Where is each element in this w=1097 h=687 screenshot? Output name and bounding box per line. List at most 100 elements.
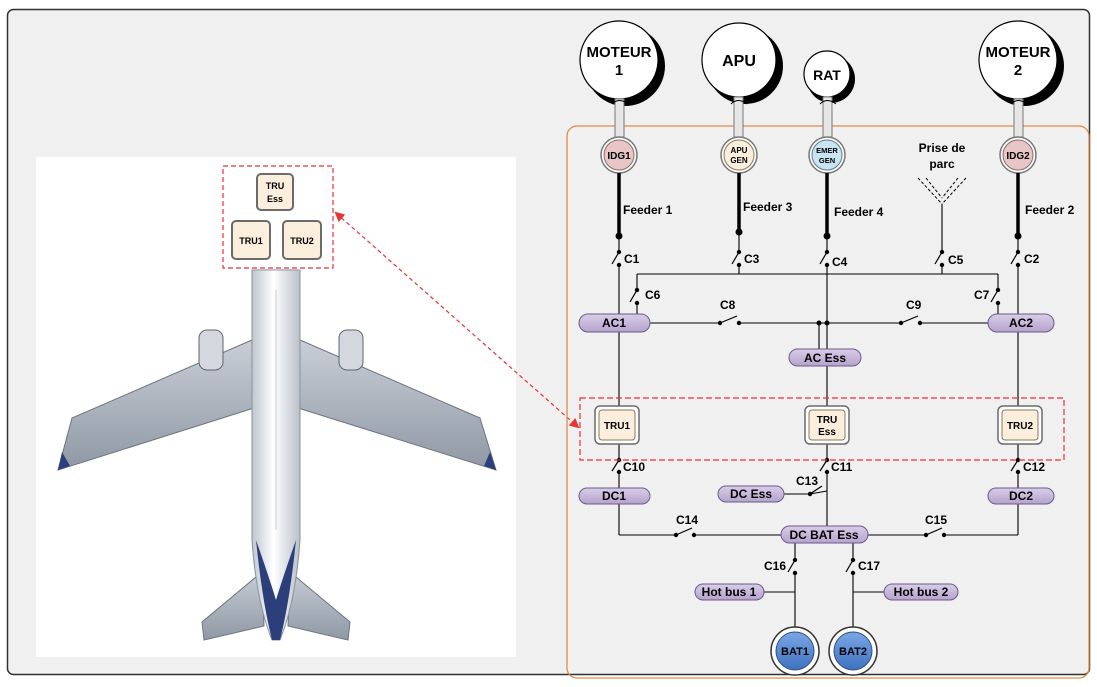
svg-text:BAT2: BAT2: [839, 646, 867, 658]
right-engine-icon: [338, 329, 364, 371]
contactor-c17-switch: [845, 557, 856, 576]
aircraft-tru2: TRU2: [282, 220, 322, 260]
left-engine-icon: [198, 329, 224, 371]
junction-dots: [816, 320, 830, 326]
bus-dc1: DC1: [578, 487, 651, 505]
contactor-c2: C2: [1024, 252, 1040, 266]
svg-text:Prise de: Prise de: [919, 141, 966, 155]
contactor-labels: C1 C3 C4 C5 C2 C6 C7 C8 C9 C10 C11 C12 C…: [623, 252, 1045, 573]
feeder-4-label: Feeder 4: [834, 205, 884, 219]
svg-text:DC Ess: DC Ess: [730, 487, 772, 501]
link-arrow: [334, 211, 580, 429]
contactor-c5: C5: [948, 253, 964, 267]
svg-text:GEN: GEN: [819, 156, 835, 165]
svg-text:APU: APU: [722, 53, 756, 70]
source-moteur2: MOTEUR 2: [978, 20, 1064, 106]
bus-ac-ess: AC Ess: [788, 348, 862, 367]
svg-text:Hot bus 2: Hot bus 2: [894, 585, 949, 599]
aircraft-panel: TRU Ess TRU1 TRU2: [36, 157, 516, 657]
svg-text:TRU2: TRU2: [290, 236, 314, 246]
svg-text:Ess: Ess: [818, 427, 836, 438]
gen-idg1: IDG1: [600, 136, 638, 174]
contactor-c14: C14: [676, 513, 698, 527]
tru-highlight-box: [579, 397, 1065, 461]
bus-dc-ess: DC Ess: [717, 485, 785, 503]
svg-text:MOTEUR: MOTEUR: [587, 44, 652, 61]
tru-ess-box: TRU Ess: [804, 405, 850, 445]
contactor-c12-switch: [1010, 457, 1021, 475]
battery-bat1: BAT1: [770, 626, 820, 676]
bus-ac2: AC2: [987, 313, 1055, 333]
contactor-c4: C4: [832, 255, 848, 269]
gen-idg2: IDG2: [999, 136, 1037, 174]
battery-bat2: BAT2: [828, 626, 878, 676]
contactor-c11: C11: [831, 460, 853, 474]
bus-hot-bus-2: Hot bus 2: [883, 583, 959, 601]
bus-hot-bus-1: Hot bus 1: [694, 583, 765, 601]
source-apu: APU: [701, 22, 783, 104]
contactor-c1-switch: [611, 249, 622, 268]
svg-text:Ess: Ess: [267, 194, 283, 204]
feeder-2-label: Feeder 2: [1025, 203, 1075, 217]
contactor-c8: C8: [720, 298, 736, 312]
svg-text:AC Ess: AC Ess: [804, 351, 846, 365]
contactor-c3-switch: [731, 249, 742, 268]
feeder-1-label: Feeder 1: [623, 203, 673, 217]
gen-emer-gen: EMER GEN: [808, 136, 846, 174]
svg-text:BAT1: BAT1: [781, 646, 809, 658]
bus-dc-bat-ess: DC BAT Ess: [780, 525, 869, 544]
contactor-c12: C12: [1023, 460, 1045, 474]
feeder-3-label: Feeder 3: [743, 200, 793, 214]
svg-text:AC1: AC1: [602, 316, 626, 330]
contactor-c15: C15: [925, 513, 947, 527]
rotation-arrows: [611, 100, 1028, 105]
bus-ac1: AC1: [578, 313, 651, 333]
svg-text:DC BAT Ess: DC BAT Ess: [789, 528, 858, 542]
contactor-c9: C9: [906, 298, 922, 312]
aircraft-tru1: TRU1: [231, 220, 271, 260]
svg-text:GEN: GEN: [730, 156, 748, 165]
ground-power: Prise de parc: [917, 141, 967, 205]
contactor-c13: C13: [796, 474, 818, 488]
aircraft-tru-highlight: [222, 165, 334, 269]
contactor-c14-switch: [673, 527, 697, 538]
contactor-c3: C3: [744, 252, 760, 266]
contactor-c7: C7: [974, 288, 990, 302]
contactor-c16-switch: [787, 557, 798, 576]
svg-text:AC2: AC2: [1009, 316, 1033, 330]
contactor-c2-switch: [1010, 249, 1021, 268]
contactor-c10: C10: [623, 460, 645, 474]
contactor-c4-switch: [819, 249, 830, 268]
gen-apu-gen: APU GEN: [720, 136, 758, 174]
svg-text:IDG1: IDG1: [607, 151, 631, 162]
tru2-box: TRU2: [997, 405, 1043, 445]
svg-text:DC1: DC1: [602, 489, 626, 503]
svg-text:APU: APU: [731, 146, 748, 155]
contactor-c9-switch: [898, 315, 923, 326]
contactor-c13-switch: [807, 485, 823, 497]
svg-text:TRU2: TRU2: [1007, 421, 1034, 432]
contactor-c1: C1: [624, 252, 640, 266]
svg-text:TRU: TRU: [817, 415, 838, 426]
svg-text:DC2: DC2: [1009, 489, 1033, 503]
contactor-c8-switch: [717, 315, 742, 326]
contactor-c5-switch: [934, 249, 945, 268]
svg-text:1: 1: [615, 62, 623, 79]
bus-dc2: DC2: [987, 487, 1055, 505]
source-rat: RAT: [803, 50, 855, 103]
contactor-c7-switch: [990, 287, 1001, 306]
svg-text:TRU1: TRU1: [239, 236, 263, 246]
svg-text:TRU: TRU: [266, 181, 285, 191]
contactor-c16: C16: [764, 559, 786, 573]
svg-text:RAT: RAT: [813, 67, 841, 83]
contactor-c6-switch: [629, 287, 640, 306]
contactor-c10-switch: [611, 457, 622, 475]
tru1-box: TRU1: [594, 405, 640, 445]
svg-text:TRU1: TRU1: [604, 421, 631, 432]
svg-text:MOTEUR: MOTEUR: [986, 44, 1051, 61]
svg-text:Hot bus 1: Hot bus 1: [702, 585, 757, 599]
svg-text:IDG2: IDG2: [1006, 151, 1030, 162]
svg-text:parc: parc: [929, 157, 955, 171]
contactor-c15-switch: [923, 527, 947, 538]
